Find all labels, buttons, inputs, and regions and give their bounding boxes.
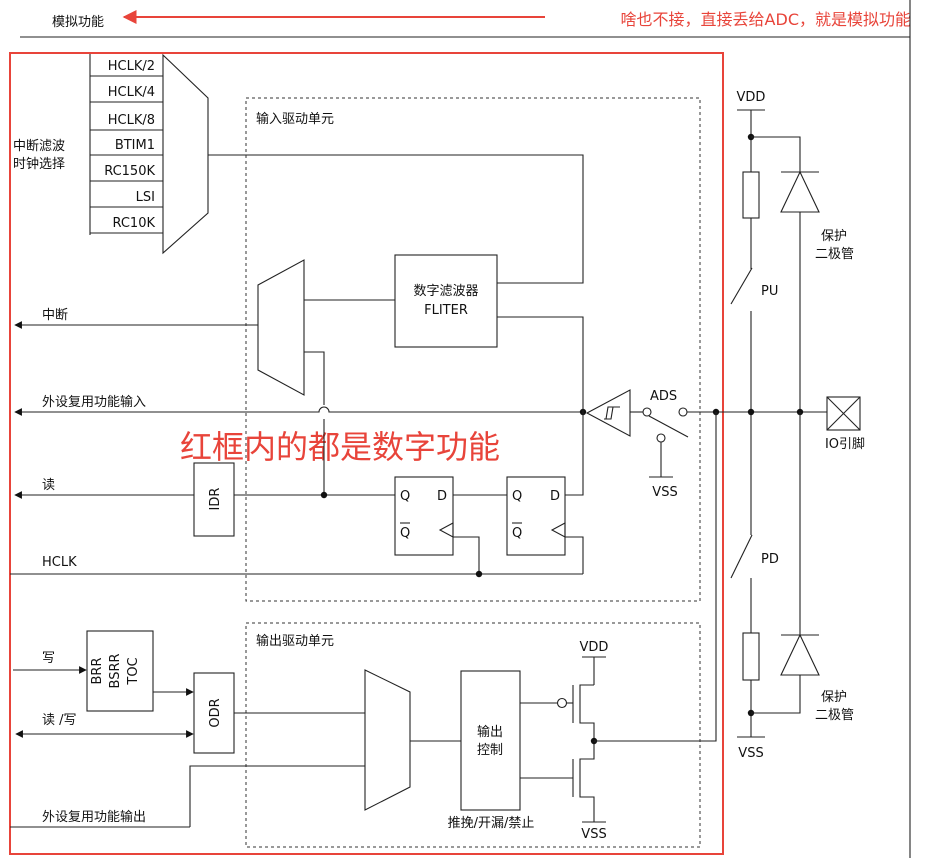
ff2-clock-wire bbox=[565, 536, 584, 574]
ads-switch-blade bbox=[648, 415, 689, 438]
output-mux bbox=[364, 669, 411, 811]
junction-hclk bbox=[475, 570, 483, 578]
output-control-block bbox=[460, 670, 521, 811]
flipflop-1 bbox=[394, 476, 454, 556]
read-label: 读 bbox=[42, 478, 55, 493]
af-input-line bbox=[14, 406, 583, 416]
ads-contact-bottom bbox=[656, 433, 666, 443]
pd-label: PD bbox=[761, 552, 779, 567]
ads-label: ADS bbox=[650, 389, 677, 404]
af-output-label: 外设复用功能输出 bbox=[42, 809, 146, 825]
out-to-pin-wire bbox=[594, 412, 717, 742]
digital-note: 红框内的都是数字功能 bbox=[180, 428, 500, 466]
control-label-2: 控制 bbox=[477, 743, 503, 758]
input-driver-unit bbox=[245, 97, 701, 602]
clock-input-1: HCLK/2 bbox=[108, 59, 155, 74]
hclk-label: HCLK bbox=[42, 555, 77, 570]
ff2-qbar-label: Q bbox=[512, 526, 522, 541]
output-driver-unit bbox=[245, 622, 701, 848]
ads-contact-right bbox=[678, 407, 688, 417]
diode-top-label-2: 二极管 bbox=[815, 247, 854, 262]
clock-select-label-1: 中断滤波 bbox=[13, 139, 65, 154]
clock-select-label-2: 时钟选择 bbox=[13, 156, 65, 172]
control-label-1: 输出 bbox=[477, 724, 503, 740]
toc-label: TOC bbox=[126, 657, 141, 685]
mux-feedback-wire-a bbox=[304, 351, 325, 405]
diode-bottom bbox=[780, 633, 820, 676]
ff1-clock-wire bbox=[453, 536, 480, 574]
flipflop-2 bbox=[506, 476, 566, 556]
output-unit-title: 输出驱动单元 bbox=[256, 633, 334, 649]
pmos-channel bbox=[579, 684, 595, 741]
diode-bot-label-1: 保护 bbox=[821, 690, 847, 705]
analog-function-label: 模拟功能 bbox=[52, 15, 104, 30]
ff1-d-label: D bbox=[437, 489, 447, 504]
ff2-d-label: D bbox=[550, 489, 560, 504]
diode-top bbox=[780, 170, 820, 213]
ff1-clock-marker bbox=[438, 522, 454, 538]
input-mux bbox=[257, 259, 305, 396]
analog-note: 啥也不接，直接丢给ADC，就是模拟功能 bbox=[621, 10, 911, 29]
diode-top-label-1: 保护 bbox=[821, 229, 847, 244]
clock-input-4: BTIM1 bbox=[115, 138, 155, 153]
filter-to-ff-wire bbox=[497, 316, 584, 496]
clock-input-7: RC10K bbox=[112, 216, 155, 231]
pd-switch bbox=[730, 534, 753, 579]
pu-resistor bbox=[742, 171, 760, 219]
diode-bot-label-2: 二极管 bbox=[815, 708, 854, 723]
ff2-clock-marker bbox=[550, 522, 566, 538]
mode-label: 推挽/开漏/禁止 bbox=[448, 815, 535, 831]
io-pin-label: IO引脚 bbox=[825, 436, 865, 452]
diode-top-wire bbox=[751, 136, 801, 172]
digital-filter-block bbox=[394, 254, 498, 348]
interrupt-label: 中断 bbox=[42, 308, 68, 323]
diode-bot-to-vss bbox=[751, 675, 801, 714]
idr-register bbox=[193, 462, 235, 537]
pmos-bubble bbox=[556, 697, 568, 709]
clock-mux bbox=[162, 53, 209, 255]
out-vdd-label: VDD bbox=[580, 640, 609, 655]
pu-switch bbox=[730, 267, 753, 305]
clock-input-2: HCLK/4 bbox=[108, 85, 155, 100]
filter-label-1: 数字滤波器 bbox=[413, 284, 478, 299]
idr-label: IDR bbox=[208, 488, 223, 511]
hysteresis-icon bbox=[604, 406, 620, 420]
clock-inputs: HCLK/2 HCLK/4 HCLK/8 BTIM1 RC150K LSI RC… bbox=[89, 54, 163, 235]
out-vss-label: VSS bbox=[581, 827, 606, 842]
pu-label: PU bbox=[761, 284, 778, 299]
clock-input-3: HCLK/8 bbox=[108, 113, 155, 128]
brr-label: BRR bbox=[90, 658, 105, 685]
clock-input-5: RC150K bbox=[104, 164, 155, 179]
ff1-qbar-label: Q bbox=[400, 526, 410, 541]
af-output-wire bbox=[189, 765, 365, 827]
clock-to-filter-wire bbox=[208, 154, 584, 284]
odr-label: ODR bbox=[208, 698, 223, 727]
af-input-label: 外设复用功能输入 bbox=[42, 394, 146, 410]
read-write-label: 读 /写 bbox=[42, 713, 77, 728]
schmitt-trigger bbox=[585, 389, 631, 437]
bsrr-label: BSRR bbox=[108, 653, 123, 688]
input-unit-title: 输入驱动单元 bbox=[256, 111, 334, 127]
ads-vss-label: VSS bbox=[652, 485, 677, 500]
ff1-q-label: Q bbox=[400, 489, 410, 504]
clock-input-6: LSI bbox=[136, 190, 155, 205]
brr-bsrr-toc-block bbox=[86, 630, 154, 712]
junction-pin-left bbox=[747, 408, 755, 416]
junction-idr bbox=[320, 491, 328, 499]
nmos-channel bbox=[579, 741, 595, 822]
pin-vdd-label: VDD bbox=[737, 90, 766, 105]
ff2-q-label: Q bbox=[512, 489, 522, 504]
digital-frame bbox=[9, 52, 724, 855]
ads-contact-left bbox=[642, 407, 652, 417]
write-label: 写 bbox=[42, 651, 55, 666]
filter-label-2: FLITER bbox=[424, 303, 468, 318]
io-pin-x2 bbox=[826, 396, 861, 431]
pin-vss-label: VSS bbox=[738, 746, 763, 761]
pd-resistor bbox=[742, 632, 760, 681]
